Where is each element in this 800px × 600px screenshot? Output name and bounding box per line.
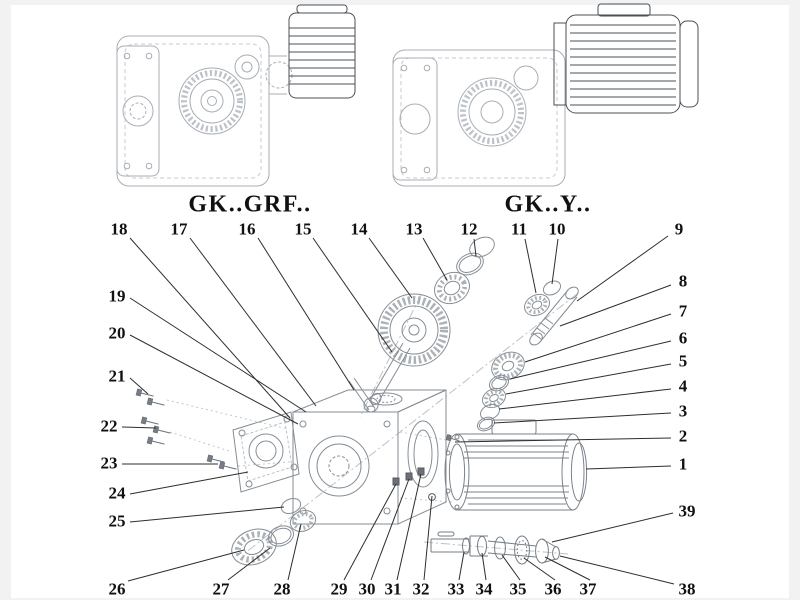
leader-line-29 [343, 483, 397, 581]
motor [444, 419, 588, 511]
mounting-flange-plate [232, 411, 300, 493]
overview-drawing-gk-y [392, 3, 699, 187]
leader-line-28 [287, 523, 302, 581]
ring-3 [476, 416, 496, 432]
motor-flange-screw [445, 433, 460, 442]
input-adapter-ribbed-cover [288, 4, 356, 99]
leader-line-19 [129, 297, 307, 413]
output-shaft-assembly [430, 531, 560, 565]
leader-line-9 [576, 235, 669, 302]
leader-line-37 [544, 556, 591, 581]
leader-line-38 [559, 555, 675, 585]
leader-line-34 [481, 552, 487, 581]
leader-line-25 [129, 506, 285, 523]
leader-line-8 [559, 284, 672, 327]
leader-line-27 [227, 547, 271, 581]
leader-line-5 [505, 363, 672, 395]
retaining-rings-12 [456, 236, 495, 276]
flange-bolts [135, 388, 237, 470]
leader-line-20 [129, 334, 299, 425]
leader-line-30 [370, 478, 410, 581]
leader-line-22 [121, 426, 157, 429]
overview-drawing-gk-grf [116, 4, 356, 187]
leader-line-31 [396, 473, 422, 581]
leader-line-2 [454, 437, 672, 443]
leader-line-39 [551, 512, 674, 543]
leader-line-7 [524, 313, 672, 363]
page-margin-left [0, 0, 11, 600]
big-gear-assembly [363, 293, 451, 413]
leader-line-18 [129, 237, 291, 419]
output-bearing-set [231, 498, 317, 566]
input-shaft [348, 377, 376, 413]
leader-line-33 [458, 551, 465, 581]
leader-line-12 [473, 238, 477, 257]
leader-line-24 [129, 471, 249, 495]
pinion-shaft [529, 286, 579, 346]
leader-line-16 [257, 237, 355, 391]
leader-line-36 [523, 557, 556, 581]
ring-27 [267, 525, 295, 547]
leader-line-32 [423, 495, 433, 581]
leader-line-10 [551, 238, 559, 285]
center-axes [244, 293, 578, 555]
leader-line-21 [129, 377, 149, 395]
ring-10 [542, 280, 562, 296]
leader-line-6 [509, 340, 672, 380]
motor-finned-body [553, 3, 699, 114]
alignment-guides [166, 399, 453, 503]
exploded-view [135, 236, 588, 566]
variant-title-gk-y: GK..Y.. [504, 191, 592, 218]
leader-line-17 [189, 237, 317, 407]
leader-line-3 [493, 412, 672, 424]
page-margin-top [0, 0, 800, 5]
bearing-28 [289, 510, 317, 532]
leader-line-26 [127, 549, 245, 582]
variant-title-gk-grf: GK..GRF.. [188, 191, 312, 218]
leader-line-15 [312, 237, 393, 353]
leader-line-1 [585, 465, 672, 470]
bearing-13 [434, 271, 470, 305]
leader-line-13 [422, 237, 448, 281]
housing [292, 389, 447, 525]
leader-line-4 [498, 388, 672, 410]
leader-line-35 [501, 554, 521, 581]
seal-25 [280, 498, 302, 514]
bearing-11 [524, 293, 550, 317]
page-margin-right [789, 0, 800, 600]
leader-line-14 [368, 237, 413, 299]
leader-lines [121, 235, 675, 585]
page-margin-bottom [0, 598, 800, 600]
leader-line-11 [524, 238, 537, 294]
